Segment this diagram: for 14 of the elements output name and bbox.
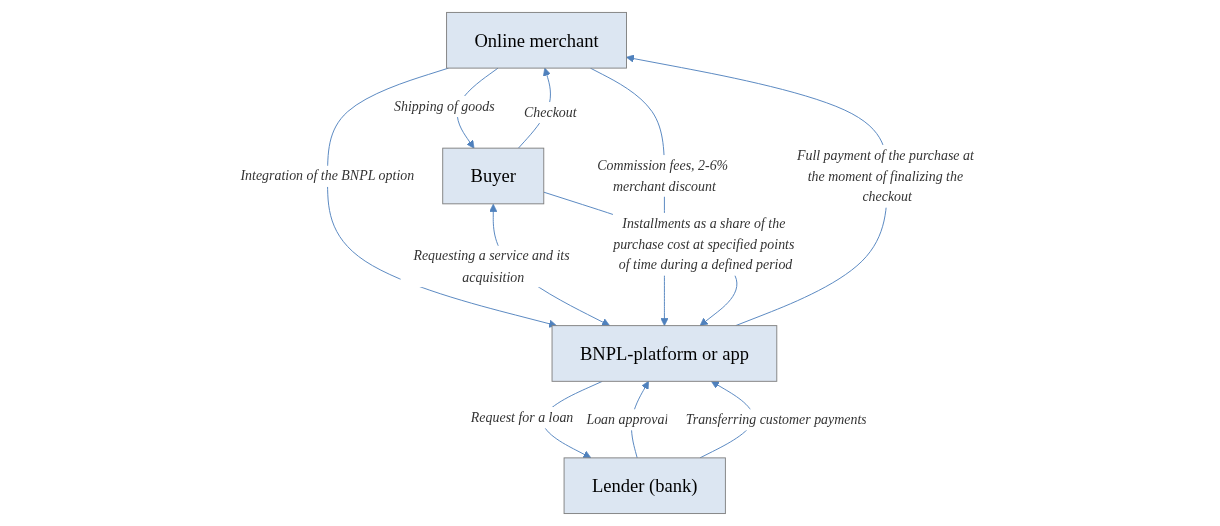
- edge-label: Transferring customer payments: [685, 411, 867, 427]
- edge-label: Full payment of the purchase at the moment of finalizing the checkout: [796, 147, 974, 205]
- edge-label: Integration of the BNPL option: [240, 168, 414, 184]
- edge-label: Requesting a service and its acquisition: [413, 248, 570, 285]
- edge-label: Shipping of goods: [393, 98, 495, 114]
- node-box: Buyer: [442, 147, 545, 205]
- edge-label: Installments as a share of the purchase cost at specified points of time during a defined period: [613, 215, 795, 273]
- node-box: BNPL-platform or app: [551, 325, 778, 382]
- edge-label: Commission fees, 2-6% merchant discount: [596, 157, 729, 194]
- edge-label: Checkout: [523, 104, 577, 120]
- edge-label: Request for a loan: [470, 409, 574, 425]
- edge-label: Loan approval: [586, 411, 668, 427]
- node-box: Lender (bank): [563, 457, 726, 515]
- node-box: Online merchant: [445, 11, 627, 69]
